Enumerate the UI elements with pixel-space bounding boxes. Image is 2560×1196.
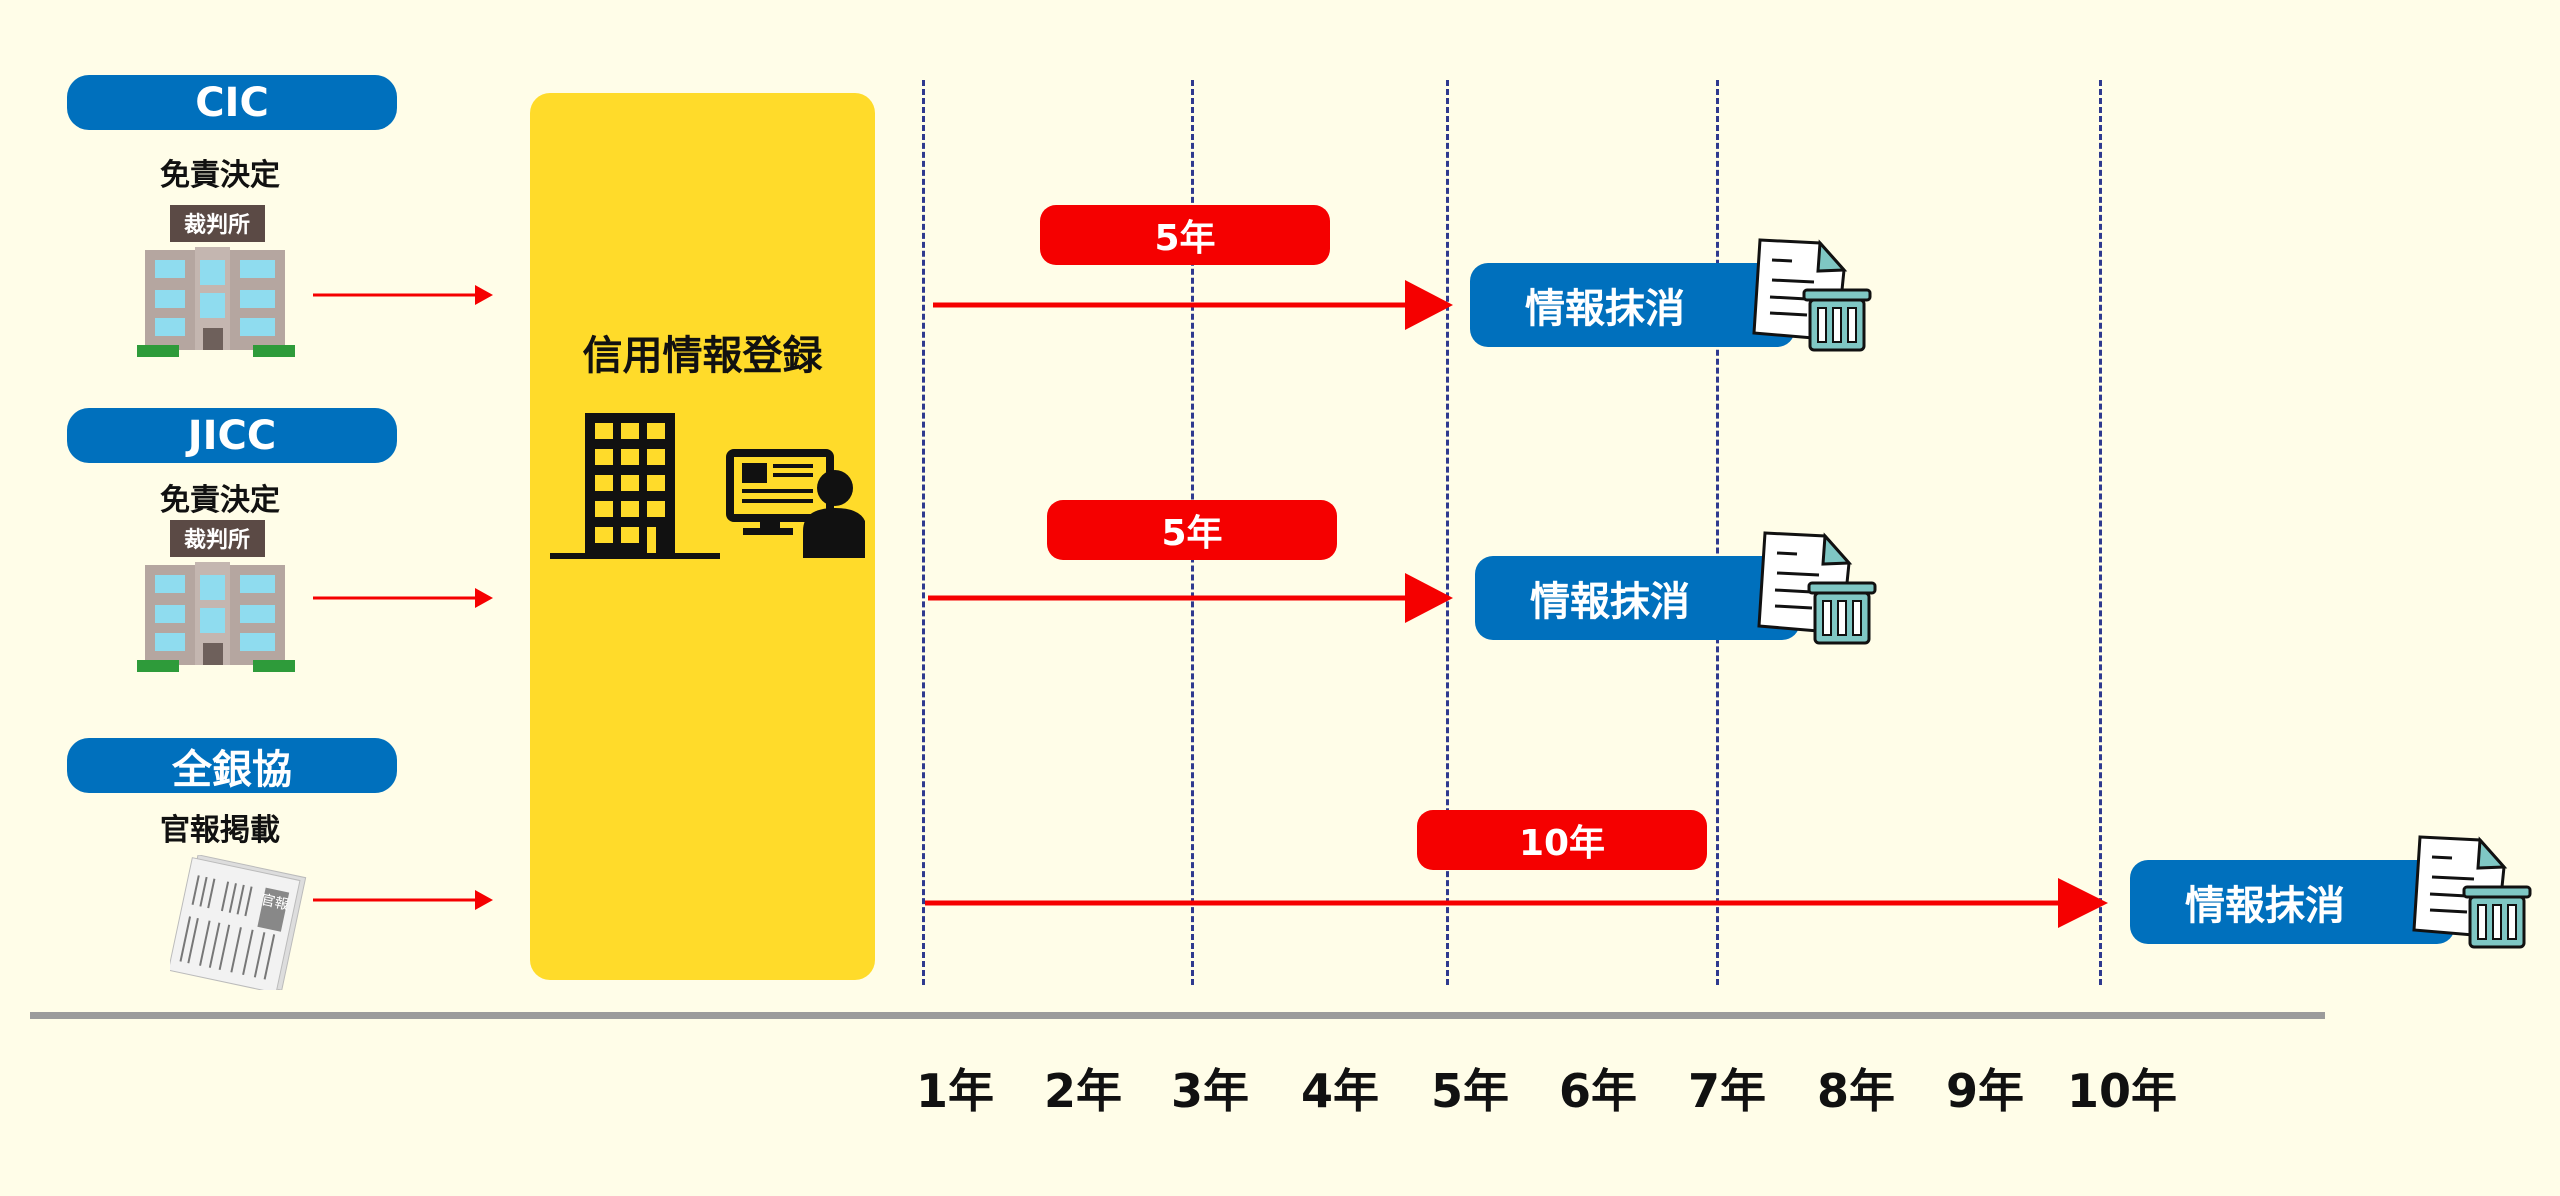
credit-registration-box: 信用情報登録 [530,93,875,980]
year-gridline [922,80,925,985]
period-label: 5年 [1047,500,1337,560]
year-gridline [1716,80,1719,985]
year-label: 3年 [1170,1064,1250,1118]
event-label: 免責決定 [160,483,280,518]
courthouse-icon: 裁判所 [137,520,295,672]
timeline-baseline [30,1012,2325,1019]
agency-label-jicc: JICC [67,408,397,463]
year-label: 10年 [2066,1064,2178,1118]
register-title: 信用情報登録 [582,333,823,379]
erase-label: 情報抹消 [2130,860,2455,944]
period-label: 10年 [1417,810,1707,870]
year-label: 5年 [1430,1064,1510,1118]
year-label: 1年 [915,1064,995,1118]
document-trash-icon [1757,531,1877,645]
event-label: 免責決定 [160,158,280,193]
year-label: 6年 [1558,1064,1638,1118]
agency-label-zenginkyo: 全銀協 [67,738,397,793]
office-building-icon [550,413,720,559]
year-label: 9年 [1945,1064,2025,1118]
courthouse-icon: 裁判所 [137,205,295,357]
gazette-sign: 官報 [259,892,290,913]
year-label: 2年 [1043,1064,1123,1118]
event-label: 官報掲載 [160,813,280,848]
document-trash-icon [1752,238,1872,352]
agency-label-cic: CIC [67,75,397,130]
erase-label: 情報抹消 [1475,556,1800,640]
erase-label: 情報抹消 [1470,263,1795,347]
period-arrow-cic [933,280,1453,330]
year-label: 7年 [1687,1064,1767,1118]
courthouse-sign: 裁判所 [184,212,250,238]
year-gridline [2099,80,2102,985]
input-arrows [313,285,493,910]
document-trash-icon [2412,835,2532,949]
year-label: 4年 [1300,1064,1380,1118]
period-label: 5年 [1040,205,1330,265]
year-label: 8年 [1816,1064,1896,1118]
courthouse-sign: 裁判所 [184,527,250,553]
official-gazette-icon: 官報 [170,855,307,990]
period-arrow-jicc [928,573,1453,623]
computer-user-icon [726,449,865,558]
year-gridline [1446,80,1449,985]
period-arrow-zenginkyo [925,878,2108,928]
